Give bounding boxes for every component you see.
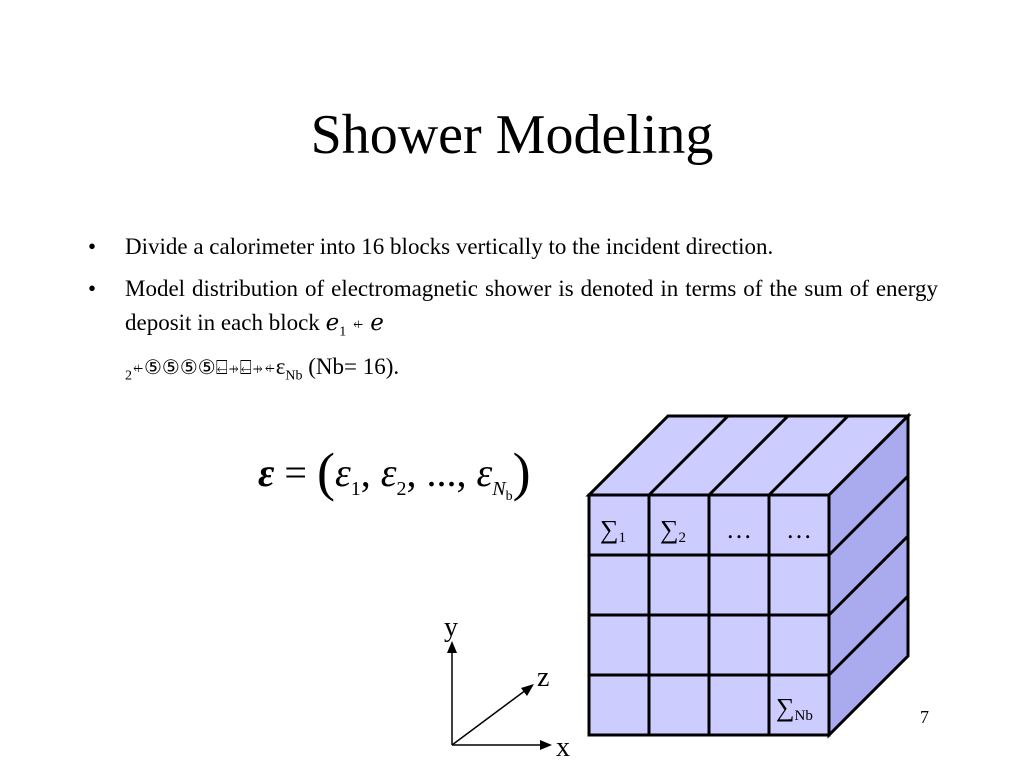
formula-equals: = (274, 450, 317, 495)
z-axis-line (451, 686, 531, 746)
slide-title: Shower Modeling (310, 104, 714, 166)
side-divider-3 (827, 594, 910, 677)
bullet-text-1: Divide a calorimeter into 16 blocks vert… (125, 234, 774, 259)
formula-comma: , (360, 450, 381, 495)
formula-s3: Nb (492, 478, 513, 504)
cell-label-3: … (726, 515, 752, 544)
cell-label-4: … (786, 515, 812, 544)
formula-e2: ε (380, 450, 397, 495)
bullet-list: • Divide a calorimeter into 16 blocks ve… (88, 230, 938, 401)
bullet-text-2: Model distribution of electromagnetic sh… (125, 276, 938, 335)
energy-vector-formula: ε = (ε1, ε2, ..., εNb) (258, 442, 531, 527)
epsilon-subscript-nb: Nb (285, 368, 303, 384)
side-divider-1 (827, 474, 910, 557)
top-divider-3 (767, 414, 850, 497)
x-axis-label: x (556, 732, 570, 763)
cell-label-nb: ∑Nb (776, 693, 813, 724)
formula-e3: ε (476, 450, 493, 495)
x-axis-arrow-icon (540, 740, 552, 750)
bullet-dot-icon: • (88, 234, 97, 259)
y-axis-arrow-icon (447, 641, 457, 653)
formula-lhs: ε (258, 450, 275, 495)
bullet-item-2: • Model distribution of electromagnetic … (88, 272, 938, 393)
y-axis-label: y (444, 612, 458, 643)
formula-s2: 2 (396, 478, 407, 500)
formula-s1: 1 (350, 478, 361, 500)
formula-open-paren: ( (316, 442, 335, 502)
cell-label-2: ∑2 (660, 515, 686, 546)
formula-e1: ε (334, 450, 351, 495)
z-axis-label: z (537, 662, 549, 693)
block-subscript-1: 1 (339, 324, 347, 340)
epsilon-symbol: ε (275, 353, 286, 379)
bullet-item-1: • Divide a calorimeter into 16 blocks ve… (88, 230, 938, 264)
bullet-tail-text: (Nb= 16). (302, 353, 400, 379)
z-axis-arrow-icon (521, 684, 534, 696)
cell-label-1: ∑1 (600, 515, 626, 546)
separator-glyphs-1: ⍅ (351, 311, 371, 335)
block-symbol-1: ℯ (325, 310, 340, 335)
bullet-dot-icon: • (88, 276, 97, 301)
page-number: 7 (920, 707, 929, 727)
formula-s3b: b (505, 489, 513, 504)
block-subscript-2: 2 (125, 368, 132, 384)
garbled-glyphs: ⍅⑤⑤⑤⑤⍇⍆⍇⍆⍅ (132, 354, 276, 379)
top-divider-1 (647, 414, 730, 497)
formula-ellipsis: , ..., (406, 450, 477, 495)
top-divider-2 (707, 414, 790, 497)
block-symbol-2: ℯ (370, 310, 384, 335)
side-divider-2 (827, 534, 910, 617)
formula-close-paren: ) (512, 442, 531, 502)
